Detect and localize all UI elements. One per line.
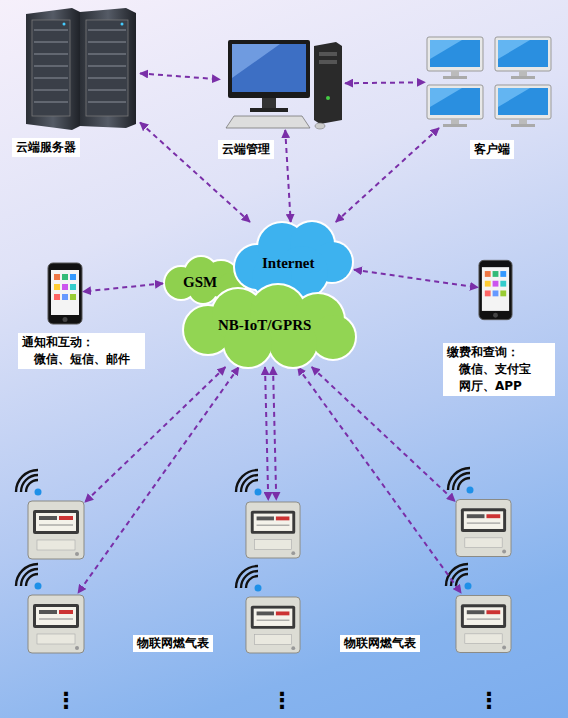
continuation-dots: ⋮: [478, 690, 500, 712]
dashed-connector: [312, 367, 455, 501]
device-node: [245, 500, 301, 560]
dashed-connector: [140, 73, 220, 79]
caption-title: 客户端: [474, 141, 510, 158]
gas-meter-illustration: [245, 500, 301, 560]
wifi-symbol: [448, 468, 474, 494]
wifi-symbol: [236, 470, 262, 496]
caption-box: 客户端: [470, 140, 514, 159]
dashed-connector: [285, 130, 290, 222]
continuation-dots: ⋮: [55, 690, 77, 712]
device-node: [27, 500, 85, 560]
continuation-dots: ⋮: [271, 690, 293, 712]
device-node: 客户端: [425, 35, 555, 128]
caption-box: 通知和互动：微信、短信、邮件: [18, 333, 145, 369]
computer-illustration: [220, 38, 345, 130]
dashed-connector: [354, 270, 478, 288]
gas-meter-illustration: [455, 497, 512, 559]
device-node: 通知和互动：微信、短信、邮件: [47, 262, 83, 325]
dashed-connector: [85, 367, 225, 502]
server-illustration: [22, 8, 140, 130]
device-node: [455, 497, 512, 559]
caption-title: 缴费和查询：: [447, 344, 551, 361]
device-label: 物联网燃气表: [340, 635, 420, 652]
caption-box: 云端管理: [218, 140, 274, 159]
device-node: [245, 595, 301, 655]
caption-box: 缴费和查询：微信、支付宝网厅、APP: [443, 343, 555, 396]
caption-title: 云端管理: [222, 141, 270, 158]
device-node: [27, 593, 85, 655]
caption-title: 云端服务器: [16, 139, 76, 156]
dashed-connector: [78, 367, 239, 593]
device-node: 云端服务器: [22, 8, 140, 130]
dashed-connector: [140, 122, 250, 222]
gas-meter-illustration: [27, 593, 85, 655]
device-node: [455, 593, 512, 655]
gas-meter-illustration: [455, 593, 512, 655]
cloud-label: Internet: [262, 255, 315, 272]
dashed-connector: [83, 283, 163, 291]
dashed-connector: [345, 81, 425, 84]
gas-meter-illustration: [27, 500, 85, 560]
caption-text: 微信、支付宝: [447, 361, 551, 378]
caption-text: 网厅、APP: [447, 378, 551, 395]
dashed-connector: [273, 367, 276, 500]
dashed-connector: [336, 128, 439, 222]
dashed-connector: [298, 367, 461, 593]
phone-illustration: [478, 258, 513, 322]
device-node: 缴费和查询：微信、支付宝网厅、APP: [478, 258, 513, 322]
wifi-symbol: [16, 470, 42, 496]
device-node: 云端管理: [220, 38, 345, 130]
network-cloud: NB-IoT/GPRS: [183, 285, 353, 367]
cloud-label: NB-IoT/GPRS: [218, 317, 311, 334]
caption-title: 通知和互动：: [22, 334, 141, 351]
cloud-label: GSM: [183, 274, 217, 291]
caption-text: 微信、短信、邮件: [22, 351, 141, 368]
gas-meter-illustration: [245, 595, 301, 655]
phone-illustration: [47, 262, 83, 325]
wifi-symbol: [446, 564, 472, 590]
caption-box: 云端服务器: [12, 138, 80, 157]
device-label: 物联网燃气表: [133, 635, 213, 652]
client-monitors: [425, 35, 555, 128]
wifi-symbol: [16, 564, 42, 590]
wifi-symbol: [236, 566, 262, 592]
dashed-connector: [265, 367, 268, 500]
